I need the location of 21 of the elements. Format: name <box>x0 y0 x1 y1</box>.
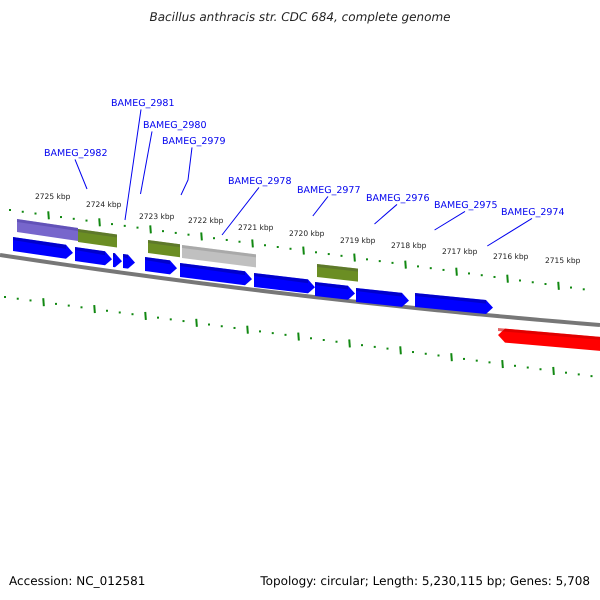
leader-line <box>312 196 328 216</box>
gene-label: BAMEG_2982 <box>44 149 108 160</box>
leader-line <box>434 210 466 230</box>
gene-label: BAMEG_2980 <box>143 121 207 132</box>
leader-line <box>486 218 532 246</box>
footer-text: Topology: circular; Length: 5,230,115 bp; Genes: 5,708 <box>260 575 590 588</box>
leader-line <box>140 130 152 194</box>
title: Bacillus anthracis str. CDC 684, complete genome <box>148 11 452 24</box>
leader-line <box>180 146 192 196</box>
leader-line <box>222 186 260 236</box>
leader-line <box>374 204 398 224</box>
gene-label: BAMEG_2977 <box>297 186 361 196</box>
leader-line <box>124 108 142 220</box>
gene-label: BAMEG_2975 <box>434 201 498 212</box>
gene-label: BAMEG_2974 <box>501 208 565 218</box>
leader-line <box>74 158 88 190</box>
gene-label: BAMEG_2976 <box>366 194 430 204</box>
gene-label: BAMEG_2979 <box>162 137 226 148</box>
footer-text: Accession: NC_012581 <box>9 575 146 588</box>
gene-label: BAMEG_2978 <box>228 177 292 188</box>
gene-label: BAMEG_2981 <box>111 99 175 110</box>
